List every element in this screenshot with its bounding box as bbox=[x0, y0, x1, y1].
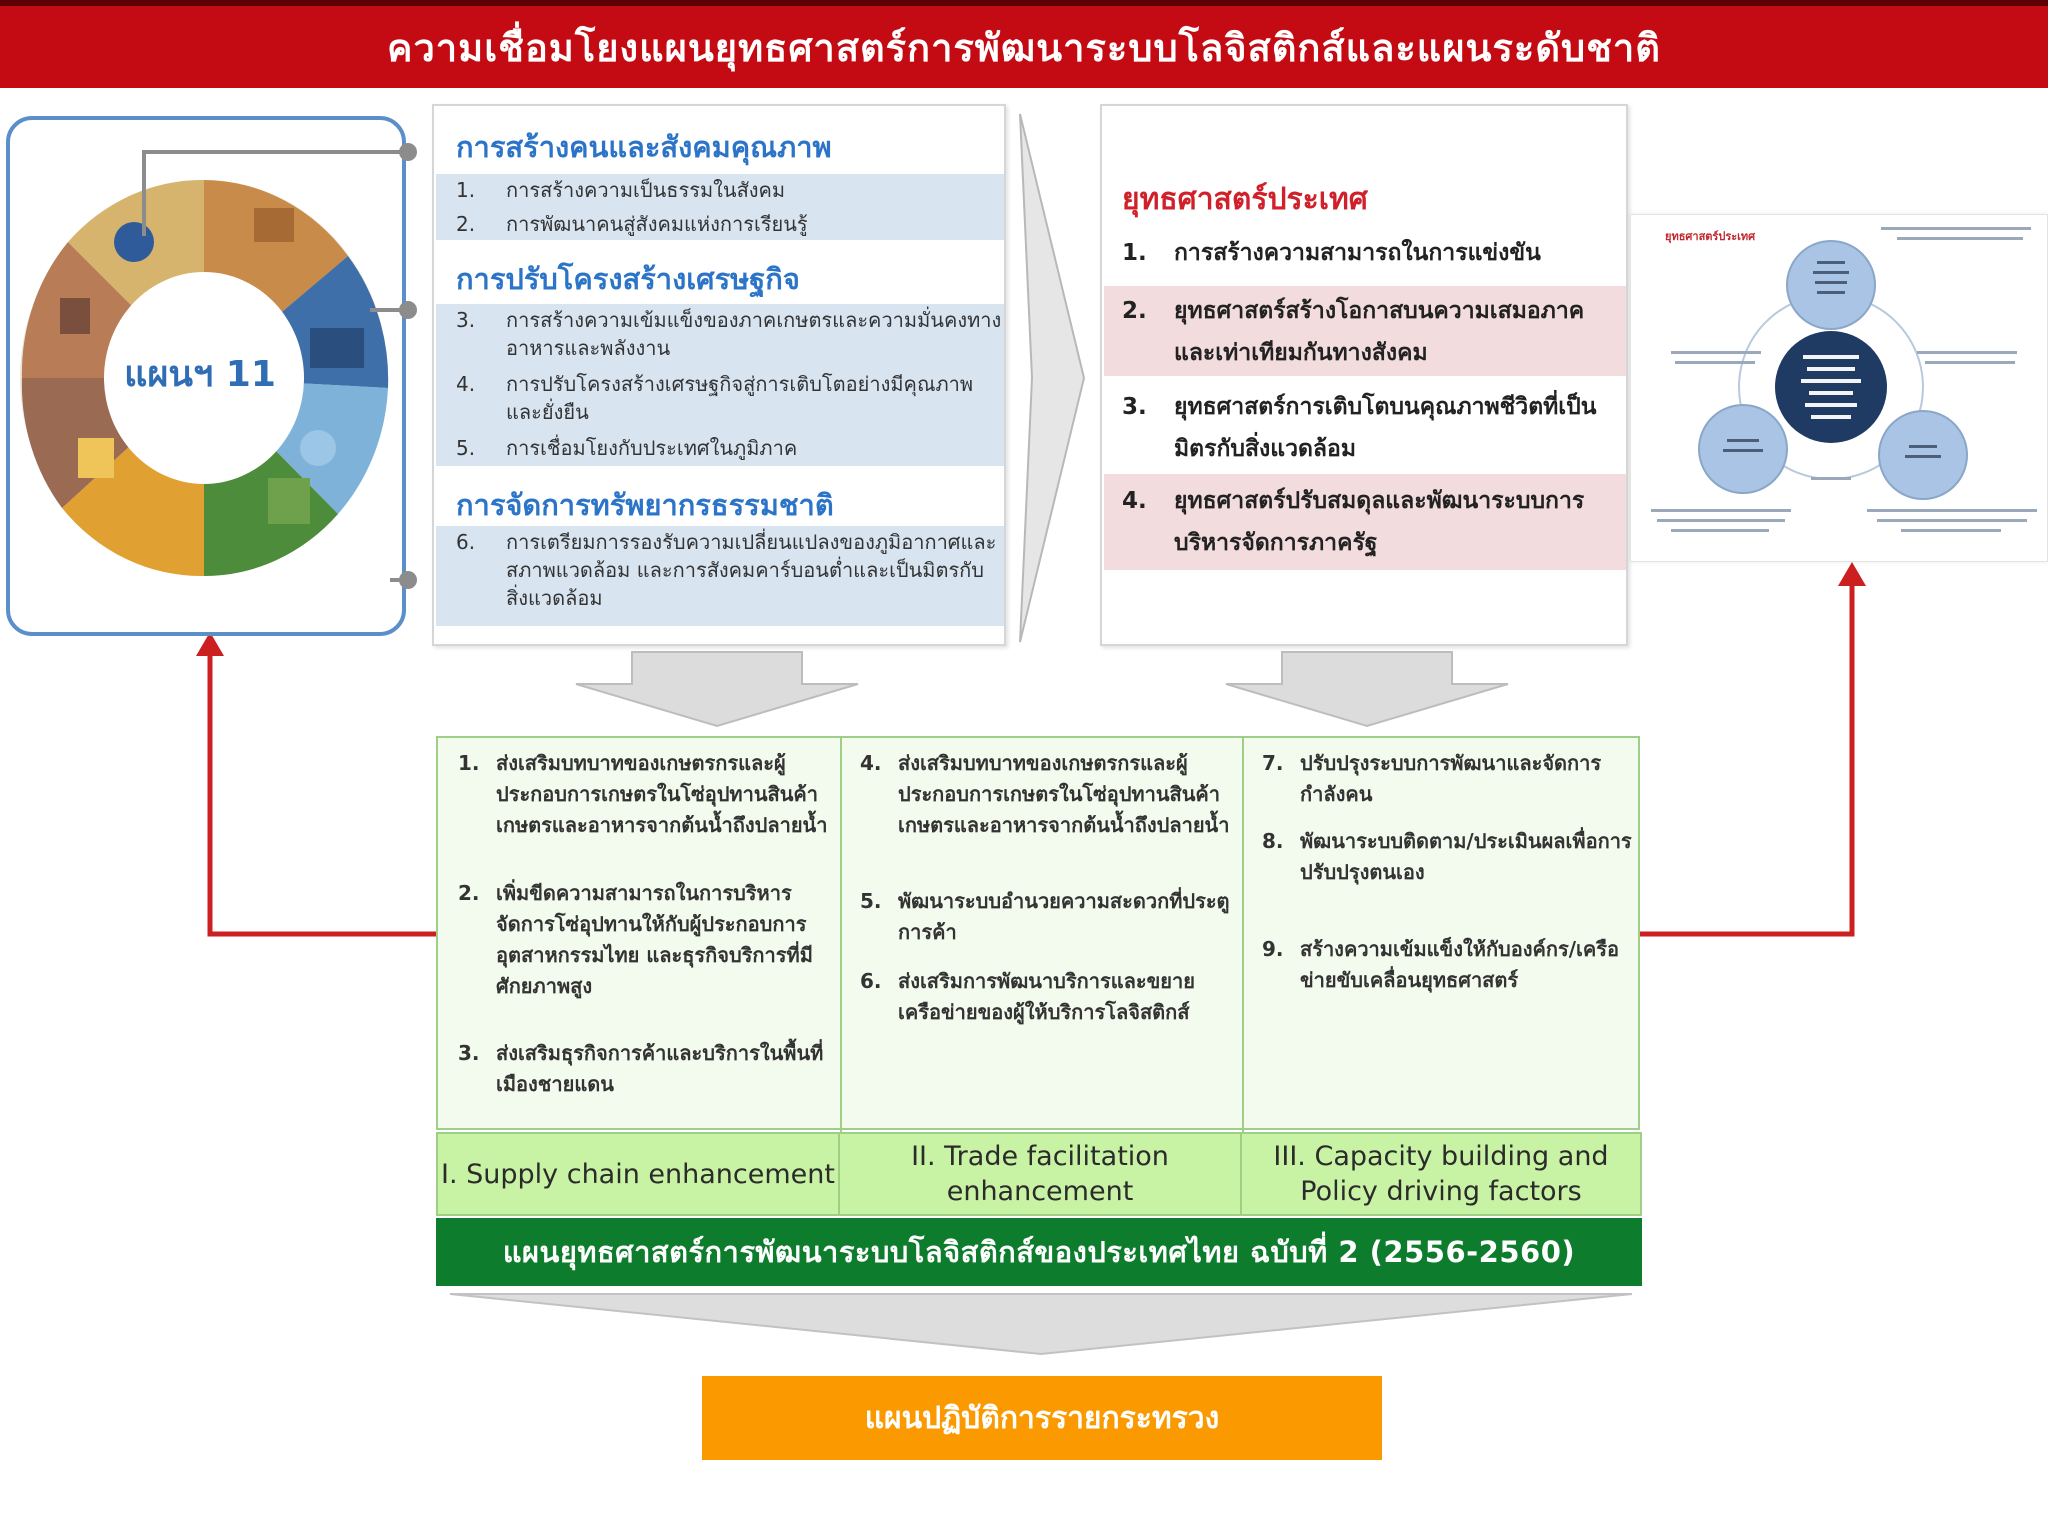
strategy-column-1: 1.ส่งเสริมบทบาทของเกษตรกรและผู้ประกอบการ… bbox=[438, 738, 842, 1132]
node-circle bbox=[1786, 240, 1876, 330]
strategy-column-2: 4.ส่งเสริมบทบาทของเกษตรกรและผู้ประกอบการ… bbox=[840, 738, 1244, 1132]
list-item: 2.เพิ่มขีดความสามารถในการบริหารจัดการโซ่… bbox=[458, 881, 813, 998]
logistics-strategy-grid: 1.ส่งเสริมบทบาทของเกษตรกรและผู้ประกอบการ… bbox=[436, 736, 1642, 1132]
center-node-circle bbox=[1775, 331, 1887, 443]
section-title-economy: การปรับโครงสร้างเศรษฐกิจ bbox=[456, 262, 800, 296]
section-title-resources: การจัดการทรัพยากรธรรมชาติ bbox=[456, 488, 834, 522]
country-strategy-title: ยุทธศาสตร์ประเทศ bbox=[1122, 182, 1368, 217]
list-item: 5.พัฒนาระบบอำนวยความสะดวกที่ประตูการค้า bbox=[860, 889, 1230, 944]
list-item: 9.สร้างความเข้มแข็งให้กับองค์กร/เครือข่า… bbox=[1262, 937, 1620, 992]
left-arrow-head bbox=[196, 632, 224, 656]
list-item: 4.ส่งเสริมบทบาทของเกษตรกรและผู้ประกอบการ… bbox=[860, 751, 1230, 837]
list-item: 1.ส่งเสริมบทบาทของเกษตรกรและผู้ประกอบการ… bbox=[458, 751, 828, 837]
list-item: 7.ปรับปรุงระบบการพัฒนาและจัดการกำลังคน bbox=[1262, 751, 1602, 806]
list-item: 4.ยุทธศาสตร์ปรับสมดุลและพัฒนาระบบการบริห… bbox=[1122, 488, 1585, 556]
plan11-photo-wheel bbox=[20, 179, 389, 577]
strategy-cycle-diagram bbox=[1651, 227, 2037, 532]
list-item: 3.ส่งเสริมธุรกิจการค้าและบริการในพื้นที่… bbox=[458, 1041, 824, 1096]
plan11-strategies-box: การสร้างคนและสังคมคุณภาพ 1.การสร้างความเ… bbox=[432, 104, 1006, 646]
left-feedback-arrow bbox=[207, 652, 440, 937]
list-item: 4.การปรับโครงสร้างเศรษฐกิจสู่การเติบโตอย… bbox=[456, 372, 974, 424]
down-arrow-icon bbox=[575, 651, 859, 728]
list-item: 2.การพัฒนาคนสู่สังคมแห่งการเรียนรู้ bbox=[456, 212, 808, 236]
plan11-label: แผนฯ 11 bbox=[124, 353, 276, 395]
list-item: 8.พัฒนาระบบติดตาม/ประเมินผลเพื่อการปรับป… bbox=[1262, 829, 1632, 884]
list-item: 6.การเตรียมการรองรับความเปลี่ยนแปลงของภู… bbox=[456, 530, 997, 610]
footer-capacity-building: III. Capacity building and Policy drivin… bbox=[1240, 1132, 1642, 1216]
list-item: 1.การสร้างความสามารถในการแข่งขัน bbox=[1122, 240, 1541, 266]
list-item: 3.การสร้างความเข้มแข็งของภาคเกษตรและความ… bbox=[456, 308, 1002, 360]
page-title: ความเชื่อมโยงแผนยุทธศาสตร์การพัฒนาระบบโล… bbox=[0, 0, 2048, 88]
wide-down-arrow-icon bbox=[449, 1293, 1633, 1356]
list-item: 1.การสร้างความเป็นธรรมในสังคม bbox=[456, 178, 786, 202]
footer-trade-facilitation: II. Trade facilitation enhancement bbox=[838, 1132, 1242, 1216]
list-item: 3.ยุทธศาสตร์การเติบโตบนคุณภาพชีวิตที่เป็… bbox=[1122, 394, 1597, 462]
right-feedback-arrow bbox=[1640, 582, 1855, 937]
footer-supply-chain: I. Supply chain enhancement bbox=[436, 1132, 840, 1216]
list-item: 2.ยุทธศาสตร์สร้างโอกาสบนความเสมอภาคและเท… bbox=[1122, 298, 1585, 366]
right-arrow-head bbox=[1838, 562, 1866, 586]
list-item: 5.การเชื่อมโยงกับประเทศในภูมิภาค bbox=[456, 436, 798, 460]
chevron-right-icon bbox=[1019, 113, 1086, 643]
country-strategy-thumbnail: ยุทธศาสตร์ประเทศ bbox=[1630, 214, 2048, 562]
ministry-plan-bar: แผนปฏิบัติการรายกระทรวง bbox=[702, 1376, 1382, 1460]
list-item: 6.ส่งเสริมการพัฒนาบริการและขยายเครือข่าย… bbox=[860, 969, 1195, 1024]
strategy-column-3: 7.ปรับปรุงระบบการพัฒนาและจัดการกำลังคน 8… bbox=[1242, 738, 1642, 1132]
plan11-connectors bbox=[142, 143, 417, 589]
logistics-plan-bar: แผนยุทธศาสตร์การพัฒนาระบบโลจิสติกส์ของปร… bbox=[436, 1218, 1642, 1286]
section-title-social: การสร้างคนและสังคมคุณภาพ bbox=[456, 130, 832, 164]
country-strategy-box: ยุทธศาสตร์ประเทศ 1.การสร้างความสามารถในก… bbox=[1100, 104, 1628, 646]
down-arrow-icon bbox=[1225, 651, 1509, 728]
